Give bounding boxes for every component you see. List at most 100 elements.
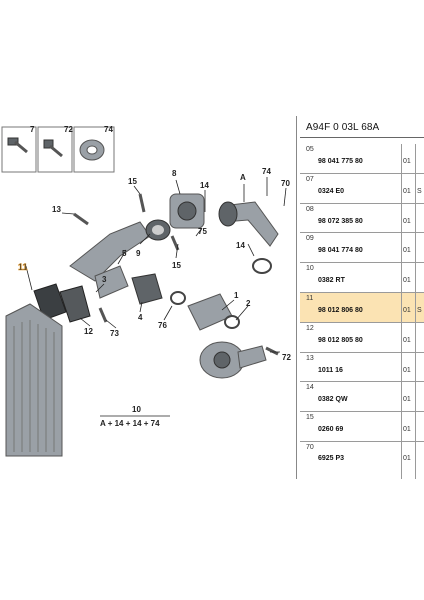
row-qty: 01 (403, 366, 411, 374)
row-index: 14 (306, 384, 314, 392)
fastener-73 (98, 307, 108, 323)
table-row[interactable]: 09 98 041 774 80 01 (300, 233, 424, 264)
table-row[interactable]: 08 98 072 385 80 01 (300, 204, 424, 234)
hose-11 (33, 283, 67, 321)
callout-15-top: 15 (128, 177, 137, 186)
callout-75: 75 (198, 227, 207, 236)
fastener-13 (73, 212, 89, 226)
callout-1: 1 (234, 291, 239, 300)
part-number: 98 072 385 80 (318, 217, 363, 225)
catalog-reference: A94F 0 03L 68A (306, 122, 380, 133)
callout-72: 72 (282, 353, 291, 362)
row-qty: 01 (403, 426, 411, 434)
bolt-7-icon (7, 137, 28, 154)
assembly-number: 10 (132, 405, 141, 414)
part-number: 98 012 806 80 (318, 307, 363, 314)
fastener-72 (265, 346, 279, 356)
callout-13: 13 (52, 205, 61, 214)
callout-A: A (240, 173, 246, 182)
part-number: 0382 RT (318, 277, 345, 285)
hose-12 (59, 285, 91, 323)
callout-14-right: 14 (236, 241, 245, 250)
leader-lines (25, 177, 287, 353)
part-number: 6925 P3 (318, 455, 345, 462)
callout-70: 70 (281, 179, 290, 188)
row-index: 07 (306, 175, 314, 183)
row-index: 09 (306, 235, 314, 243)
clamp-76 (170, 291, 186, 305)
row-index: 12 (306, 324, 314, 332)
part-number: 0260 69 (318, 426, 344, 434)
upper-pipe-assembly (69, 219, 171, 299)
inset-box-7 (1, 126, 37, 173)
table-row[interactable]: 13 1011 16 01 (300, 353, 424, 383)
part-number: 98 012 805 80 (318, 336, 363, 344)
diagram-illustration: 7 72 74 13 15 8 14 A 74 70 5 9 14 75 15 … (1, 125, 291, 457)
bolt-72-icon (43, 139, 63, 158)
table-row[interactable]: 10 0382 RT 01 (300, 263, 424, 293)
callout-15-bottom: 15 (172, 261, 181, 270)
callout-74-inset: 74 (104, 125, 113, 134)
parts-table: A94F 0 03L 68A 05 98 041 775 80 01 07 03… (300, 116, 424, 479)
callout-4: 4 (138, 313, 143, 322)
exploded-parts-diagram: 7 72 74 13 15 8 14 A 74 70 5 9 14 75 15 … (0, 116, 297, 479)
part-number: 0324 E0 (318, 187, 345, 195)
row-index: 70 (306, 444, 314, 451)
assembly-formula: A + 14 + 14 + 74 (100, 419, 160, 428)
suffix-column-divider (415, 144, 416, 479)
table-row[interactable]: 14 0382 QW 01 (300, 382, 424, 413)
callout-73: 73 (110, 329, 119, 338)
table-row[interactable]: 15 0260 69 01 (300, 412, 424, 442)
row-index: 11 (306, 295, 314, 302)
part-number: 1011 16 (318, 366, 343, 374)
inset-box-72 (37, 126, 73, 173)
intercooler (5, 303, 63, 457)
callout-11: 11 (18, 262, 28, 272)
valve-1 (187, 293, 240, 331)
callout-14-top: 14 (200, 181, 209, 190)
row-suffix: S (417, 307, 422, 314)
table-row-selected[interactable]: 11 98 012 806 80 01 S (300, 293, 424, 323)
callout-9: 9 (136, 249, 141, 258)
callout-3: 3 (102, 275, 107, 284)
table-row[interactable]: 12 98 012 805 80 01 (300, 323, 424, 353)
fastener-15-bottom (170, 235, 180, 251)
callout-12: 12 (84, 327, 93, 336)
part-number: 98 041 774 80 (318, 247, 363, 255)
parts-catalog-sheet: 7 72 74 13 15 8 14 A 74 70 5 9 14 75 15 … (0, 116, 424, 479)
table-row[interactable]: 05 98 041 775 80 01 (300, 144, 424, 174)
throttle-body-8 (169, 193, 205, 229)
callout-7: 7 (30, 125, 35, 134)
row-index: 13 (306, 354, 314, 362)
qty-column-divider (401, 144, 402, 479)
row-qty: 01 (403, 187, 411, 195)
turbocharger (199, 341, 267, 379)
row-index: 15 (306, 414, 314, 422)
fastener-15-top (138, 193, 146, 213)
row-qty: 01 (403, 158, 411, 165)
row-qty: 01 (403, 455, 411, 462)
callout-8: 8 (172, 169, 177, 178)
row-qty: 01 (403, 336, 411, 344)
header-divider (300, 137, 424, 138)
row-qty: 01 (403, 217, 411, 225)
row-index: 10 (306, 265, 314, 273)
callout-74: 74 (262, 167, 271, 176)
row-qty: 01 (403, 307, 411, 314)
inset-box-74 (73, 126, 115, 173)
callout-5: 5 (122, 249, 127, 258)
table-row[interactable]: 70 6925 P3 01 (300, 442, 424, 479)
part-number: 98 041 775 80 (318, 158, 363, 165)
gasket-74-icon (79, 139, 105, 161)
callout-76: 76 (158, 321, 167, 330)
table-row[interactable]: 07 0324 E0 01 S (300, 174, 424, 204)
row-qty: 01 (403, 277, 411, 285)
outlet-pipe-A (218, 201, 279, 274)
hose-4 (131, 273, 163, 305)
part-number: 0382 QW (318, 396, 348, 404)
row-index: 08 (306, 205, 314, 213)
callout-2: 2 (246, 299, 251, 308)
row-qty: 01 (403, 396, 411, 404)
row-index: 05 (306, 146, 314, 153)
callout-72-inset: 72 (64, 125, 73, 134)
